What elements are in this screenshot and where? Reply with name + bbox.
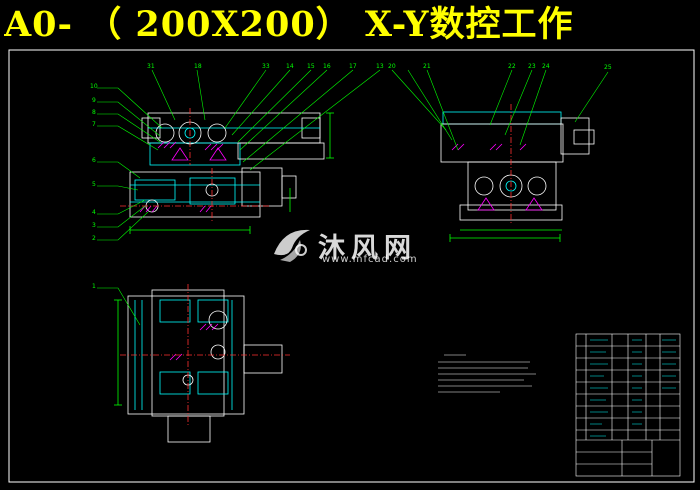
- balloon-label: 16: [323, 63, 331, 70]
- balloon-label: 6: [92, 157, 96, 164]
- balloon-label: 22: [508, 63, 516, 70]
- top-view-leaders: [97, 287, 141, 326]
- balloon-label: 15: [307, 63, 315, 70]
- balloon-label: 4: [92, 209, 96, 216]
- drawing-frame: [8, 49, 695, 483]
- front-view: [120, 108, 334, 234]
- balloon-label: 23: [528, 63, 536, 70]
- top-view: [114, 284, 290, 443]
- watermark-brand: 沐风网: [318, 233, 417, 264]
- mfcad-logo-icon: [274, 229, 310, 262]
- balloon-label: 18: [194, 63, 202, 70]
- drawing-title: A0- （ 200X200） X-Y数控工作: [4, 4, 574, 45]
- balloon-label: 25: [604, 64, 612, 71]
- balloon-label: 7: [92, 121, 96, 128]
- balloon-label: 10: [90, 83, 98, 90]
- technical-notes: [438, 354, 536, 393]
- balloon-label: 5: [92, 181, 96, 188]
- balloon-label: 9: [92, 97, 96, 104]
- parts-list-entries: [590, 339, 676, 437]
- balloon-label: 24: [542, 63, 550, 70]
- balloon-label: 2: [92, 235, 96, 242]
- balloon-label: 17: [349, 63, 357, 70]
- balloon-label: 1: [92, 283, 96, 290]
- balloon-label: 33: [262, 63, 270, 70]
- balloon-label: 31: [147, 63, 155, 70]
- balloon-label: 13: [376, 63, 384, 70]
- parts-list-table: [575, 333, 681, 477]
- balloon-label: 20: [388, 63, 396, 70]
- side-view: [440, 104, 595, 242]
- balloon-label: 21: [423, 63, 431, 70]
- side-view-leaders: [391, 69, 609, 151]
- front-view-leaders: [97, 69, 381, 241]
- watermark-url: www.mfcad.com: [322, 254, 418, 265]
- balloon-label: 14: [286, 63, 294, 70]
- balloon-label: 3: [92, 222, 96, 229]
- balloon-label: 8: [92, 109, 96, 116]
